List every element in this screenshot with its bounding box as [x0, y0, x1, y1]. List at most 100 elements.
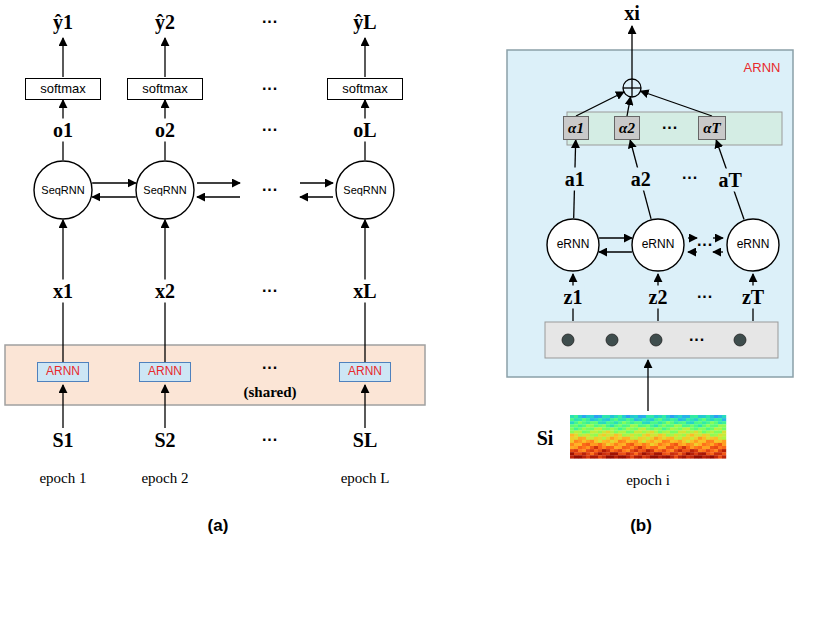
spectrogram-cell — [662, 434, 666, 437]
output-label: ŷL — [351, 11, 378, 34]
spectrogram-cell — [606, 440, 610, 443]
spectrogram-cell — [606, 421, 610, 424]
spectrogram-cell — [594, 427, 598, 430]
spectrogram-cell — [590, 440, 594, 443]
spectrogram-cell — [718, 434, 722, 437]
spectrogram-cell — [682, 427, 686, 430]
spectrogram-cell — [610, 452, 614, 455]
spectrogram-cell — [594, 415, 598, 418]
spectrogram-cell — [582, 424, 586, 427]
spectrogram-cell — [646, 415, 650, 418]
spectrogram-cell — [670, 434, 674, 437]
spectrogram-cell — [578, 434, 582, 437]
spectrogram-cell — [706, 443, 710, 446]
ellipsis: ··· — [260, 121, 280, 139]
spectrogram-cell — [570, 431, 574, 434]
spectrogram-cell — [614, 446, 618, 449]
spectrogram-cell — [666, 421, 670, 424]
spectrogram-cell — [578, 421, 582, 424]
spectrogram-cell — [586, 443, 590, 446]
spectrogram-cell — [578, 440, 582, 443]
spectrogram-cell — [682, 434, 686, 437]
spectrogram-cell — [574, 440, 578, 443]
spectrogram-cell — [674, 418, 678, 421]
output-label: ŷ2 — [153, 11, 177, 34]
spectrogram-cell — [578, 446, 582, 449]
spectrogram-cell — [642, 437, 646, 440]
connector-arrow — [92, 196, 136, 197]
spectrogram-cell — [570, 424, 574, 427]
spectrogram-cell — [594, 449, 598, 452]
spectrogram-cell — [598, 431, 602, 434]
spectrogram-cell — [694, 415, 698, 418]
spectrogram-cell — [650, 440, 654, 443]
spectrogram-cell — [686, 434, 690, 437]
arrow-line — [627, 97, 631, 116]
spectrogram-cell — [662, 440, 666, 443]
arnn-panel: ARNNα1α2αTeRNNeRNNeRNN — [507, 50, 793, 377]
spectrogram-cell — [646, 424, 650, 427]
spectrogram-cell — [622, 418, 626, 421]
spectrogram-cell — [674, 455, 678, 458]
spectrogram-cell — [578, 437, 582, 440]
spectrogram-cell — [654, 418, 658, 421]
spectrogram-cell — [626, 443, 630, 446]
spectrogram-cell — [686, 415, 690, 418]
spectrogram-cell — [630, 421, 634, 424]
spectrogram-cell — [582, 449, 586, 452]
spectrogram-cell — [602, 455, 606, 458]
spectrogram-cell — [614, 452, 618, 455]
spectrogram-cell — [642, 434, 646, 437]
spectrogram-cell — [594, 431, 598, 434]
spectrogram-cell — [674, 415, 678, 418]
input-label: SL — [351, 429, 379, 452]
spectrogram-cell — [606, 443, 610, 446]
spectrogram-cell — [606, 424, 610, 427]
spectrogram-cell — [698, 424, 702, 427]
arnn-box: ARNN — [339, 362, 391, 382]
arrow-line — [364, 38, 365, 77]
node-text: α1 — [568, 120, 584, 137]
spectrogram-cell — [690, 415, 694, 418]
spectrogram-cell — [578, 455, 582, 458]
node-text: α2 — [619, 120, 635, 137]
circle-shape — [632, 219, 684, 271]
spectrogram-cell — [694, 437, 698, 440]
spectrogram-cell — [622, 446, 626, 449]
spectrogram-cell — [634, 437, 638, 440]
spectrogram-cell — [614, 421, 618, 424]
spectrogram-cell — [594, 437, 598, 440]
spectrogram-cell — [642, 418, 646, 421]
node-text: eRNN — [737, 238, 770, 251]
spectrogram-cell — [678, 418, 682, 421]
spectrogram-cell — [578, 431, 582, 434]
spectrogram-cell — [646, 431, 650, 434]
spectrogram-cell — [618, 452, 622, 455]
arrow-line — [576, 92, 624, 116]
spectrogram-cell — [582, 427, 586, 430]
spectrogram-cell — [698, 415, 702, 418]
spectrogram-cell — [578, 427, 582, 430]
ellipsis: ··· — [687, 331, 707, 349]
spectrogram-cell — [574, 452, 578, 455]
spectrogram-cell — [634, 415, 638, 418]
spectrogram-cell — [670, 431, 674, 434]
spectrogram-cell — [634, 455, 638, 458]
spectrogram-cell — [642, 431, 646, 434]
connector-arrow — [599, 237, 632, 238]
spectrogram-cell — [650, 434, 654, 437]
spectrogram-cell — [718, 440, 722, 443]
spectrogram-cell — [722, 427, 726, 430]
node-text: ARNN — [148, 365, 182, 378]
spectrogram-cell — [602, 424, 606, 427]
spectrogram-cell — [630, 446, 634, 449]
arrow-line — [572, 274, 573, 321]
spectrogram-cell — [634, 427, 638, 430]
input-label: S1 — [50, 429, 75, 452]
spectrogram-cell — [718, 455, 722, 458]
spectrogram-cell — [654, 440, 658, 443]
spectrogram-cell — [594, 440, 598, 443]
spectrogram-cell — [590, 421, 594, 424]
arrow-line — [197, 182, 240, 183]
